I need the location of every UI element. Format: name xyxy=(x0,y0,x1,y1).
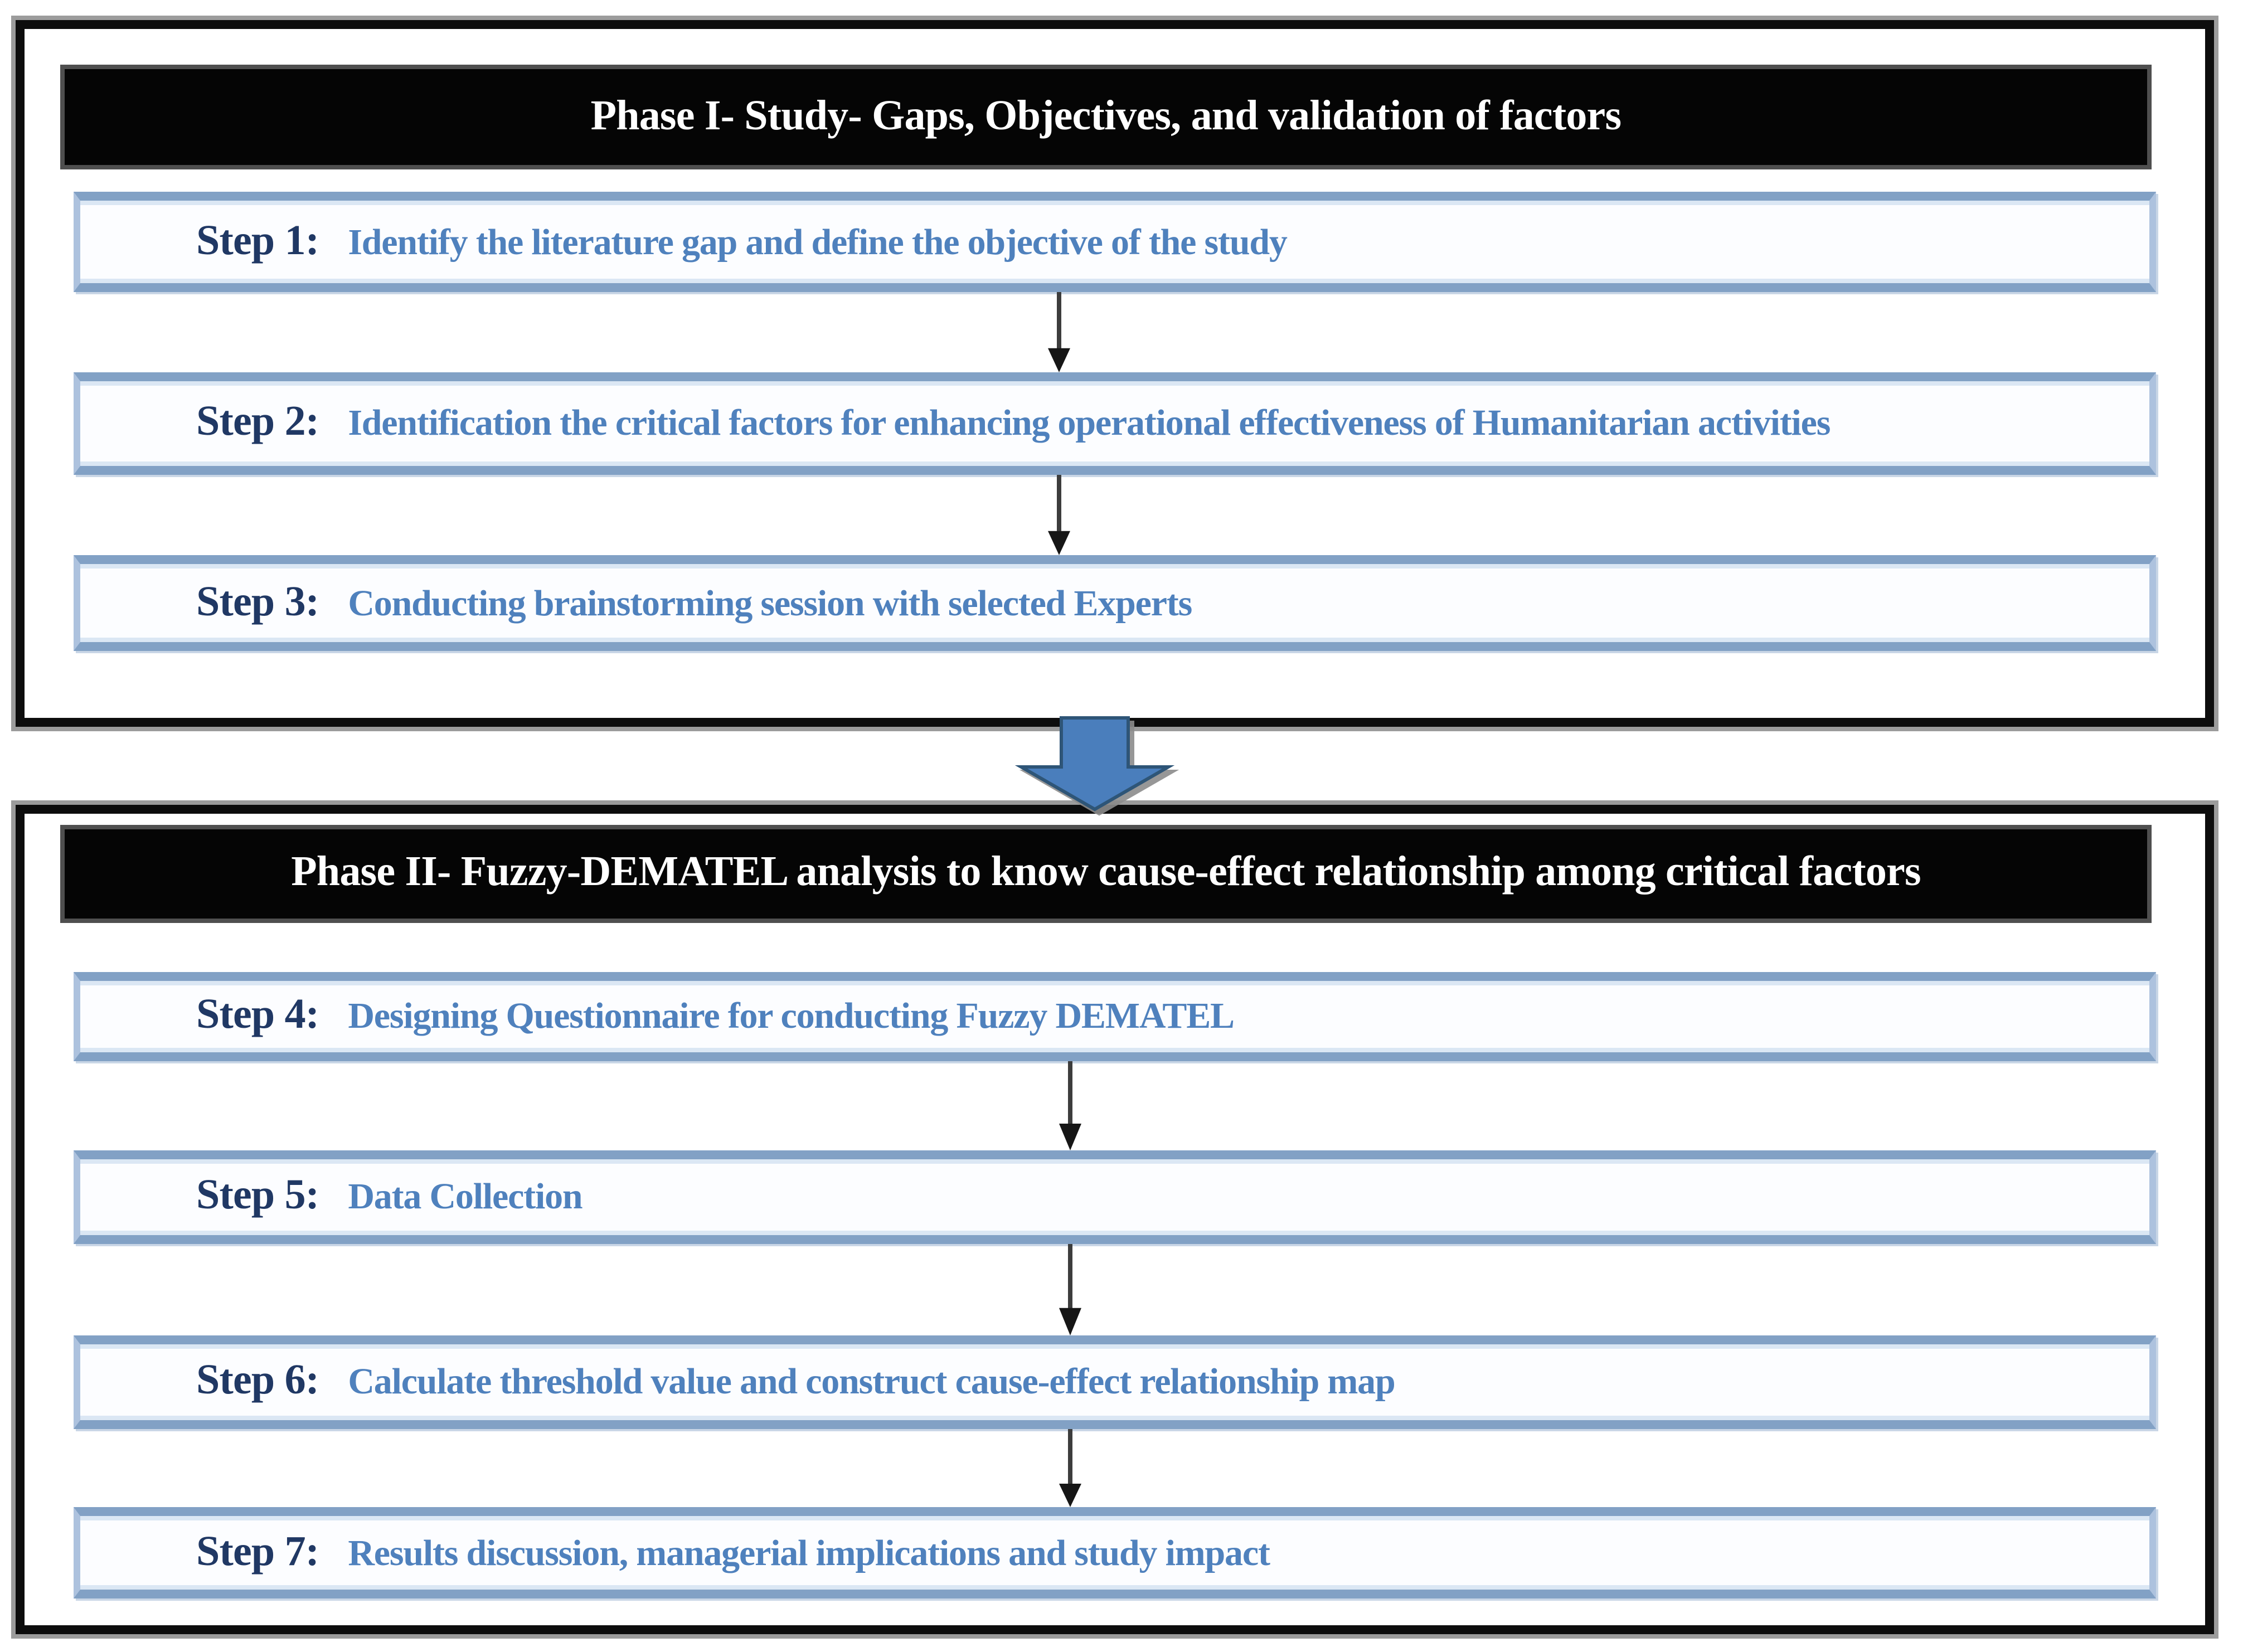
step-2-label: Step 2: xyxy=(196,399,319,446)
phase-2-header: Phase II- Fuzzy-DEMATEL analysis to know… xyxy=(60,825,2152,923)
step-5-label: Step 5: xyxy=(196,1173,319,1219)
step-3-box: Step 3: Conducting brainstorming session… xyxy=(74,555,2156,651)
step-2-box: Step 2: Identification the critical fact… xyxy=(74,372,2156,475)
phase-1-container: Phase I- Study- Gaps, Objectives, and va… xyxy=(16,20,2214,727)
step-7-box: Step 7: Results discussion, managerial i… xyxy=(74,1507,2156,1598)
step-2-text: Identification the critical factors for … xyxy=(348,401,1831,444)
step-7-text: Results discussion, managerial implicati… xyxy=(348,1530,1270,1573)
step-6-box: Step 6: Calculate threshold value and co… xyxy=(74,1335,2156,1429)
step-6-label: Step 6: xyxy=(196,1358,319,1405)
down-arrow-icon xyxy=(1048,292,1070,372)
step-3-text: Conducting brainstorming session with se… xyxy=(348,581,1192,623)
phase-1-title: Phase I- Study- Gaps, Objectives, and va… xyxy=(590,93,1621,139)
step-1-label: Step 1: xyxy=(196,217,319,264)
step-1-text: Identify the literature gap and define t… xyxy=(348,220,1288,262)
down-arrow-icon xyxy=(1059,1061,1081,1150)
phase-1-header: Phase I- Study- Gaps, Objectives, and va… xyxy=(60,65,2152,169)
phase-2-container: Phase II- Fuzzy-DEMATEL analysis to know… xyxy=(16,805,2214,1634)
step-4-text: Designing Questionnaire for conducting F… xyxy=(348,994,1235,1037)
phase-2-title: Phase II- Fuzzy-DEMATEL analysis to know… xyxy=(291,849,1921,896)
step-4-box: Step 4: Designing Questionnaire for cond… xyxy=(74,972,2156,1061)
step-4-label: Step 4: xyxy=(196,992,319,1039)
down-arrow-icon xyxy=(1059,1244,1081,1335)
down-arrow-icon xyxy=(1048,475,1070,555)
step-3-label: Step 3: xyxy=(196,579,319,625)
down-arrow-icon xyxy=(1059,1429,1081,1507)
block-down-arrow-icon xyxy=(1014,716,1175,812)
step-6-text: Calculate threshold value and construct … xyxy=(348,1360,1395,1402)
step-7-label: Step 7: xyxy=(196,1528,319,1575)
step-5-text: Data Collection xyxy=(348,1175,582,1217)
step-5-box: Step 5: Data Collection xyxy=(74,1150,2156,1244)
step-1-box: Step 1: Identify the literature gap and … xyxy=(74,192,2156,292)
